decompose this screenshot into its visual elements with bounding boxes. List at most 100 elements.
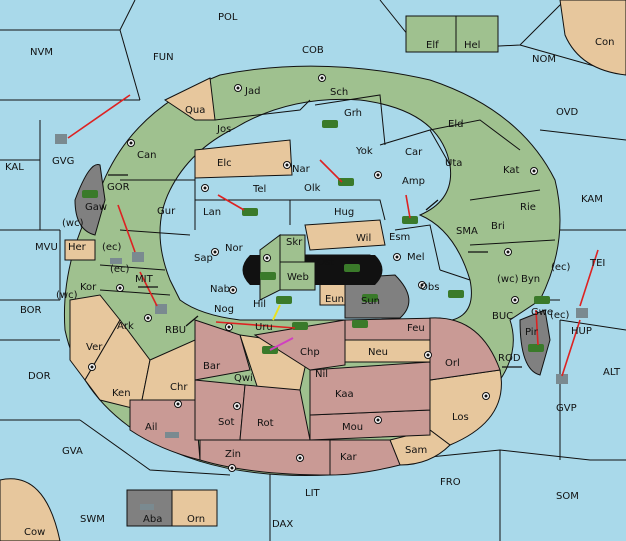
label-kal: KAL bbox=[5, 162, 24, 173]
label-sch: Sch bbox=[330, 87, 348, 98]
region-los[interactable] bbox=[429, 369, 502, 446]
label-fro: FRO bbox=[440, 477, 461, 488]
label-lit: LIT bbox=[305, 488, 321, 499]
label-car: Car bbox=[405, 147, 423, 158]
label-ovd: OVD bbox=[556, 107, 579, 118]
label-gvg: GVG bbox=[52, 156, 74, 167]
unit-fleet bbox=[155, 304, 167, 314]
label-tel: Tel bbox=[252, 184, 266, 195]
label-buc: BUC bbox=[492, 311, 513, 322]
label-eld: Eld bbox=[448, 119, 463, 130]
label-pir: Pir bbox=[525, 327, 539, 338]
label-zin: Zin bbox=[225, 449, 241, 460]
region-zin[interactable] bbox=[199, 439, 331, 476]
region-elf[interactable] bbox=[405, 15, 457, 53]
region-con[interactable] bbox=[559, 0, 626, 76]
label-nab: Nab bbox=[210, 284, 230, 295]
region-gaw[interactable] bbox=[74, 163, 106, 236]
supply-centers bbox=[88, 74, 538, 472]
unit-fleet bbox=[55, 134, 67, 144]
label-pol: POL bbox=[218, 12, 238, 23]
label-con: Con bbox=[595, 37, 614, 48]
label-gva: GVA bbox=[62, 446, 83, 457]
label-sap: Sap bbox=[194, 253, 213, 264]
unit-army bbox=[242, 208, 258, 216]
label-kat: Kat bbox=[503, 165, 520, 176]
region-ail[interactable] bbox=[129, 399, 201, 461]
unit-army bbox=[260, 272, 276, 280]
region-rot[interactable] bbox=[239, 384, 311, 441]
label-cow: Cow bbox=[24, 527, 45, 538]
label-nvm: NVM bbox=[30, 47, 53, 58]
label-grh: Grh bbox=[344, 108, 362, 119]
label-gwe: Gwe bbox=[531, 307, 553, 318]
label-gur: Gur bbox=[157, 206, 176, 217]
region-sot[interactable] bbox=[194, 379, 246, 441]
label-som: SOM bbox=[556, 491, 579, 502]
label-ec1: (ec) bbox=[102, 242, 122, 253]
region-wil[interactable] bbox=[304, 219, 386, 251]
label-rie: Rie bbox=[520, 202, 536, 213]
region-chp[interactable] bbox=[253, 319, 346, 371]
label-feu: Feu bbox=[407, 323, 425, 334]
region-elc[interactable] bbox=[194, 139, 293, 179]
label-kar: Kar bbox=[340, 452, 358, 463]
unit-army bbox=[344, 264, 360, 272]
label-ail: Ail bbox=[145, 422, 157, 433]
unit-army bbox=[534, 296, 550, 304]
label-kaa: Kaa bbox=[335, 389, 354, 400]
region-bar[interactable] bbox=[194, 319, 251, 381]
label-esm: Esm bbox=[389, 232, 410, 243]
unit-army bbox=[322, 120, 338, 128]
label-sot: Sot bbox=[218, 417, 234, 428]
label-gor: GOR bbox=[107, 182, 130, 193]
label-jos: Jos bbox=[216, 124, 231, 135]
label-tei: TEI bbox=[589, 258, 605, 269]
label-eun: Eun bbox=[325, 294, 344, 305]
label-orn: Orn bbox=[187, 514, 205, 525]
unit-fleet bbox=[140, 504, 154, 510]
unit-fleet bbox=[556, 374, 568, 384]
label-dor: DOR bbox=[28, 371, 51, 382]
label-chr: Chr bbox=[170, 382, 188, 393]
label-neu: Neu bbox=[368, 347, 388, 358]
label-qwi: Qwi bbox=[234, 373, 253, 384]
label-rod: ROD bbox=[498, 353, 521, 364]
label-orl: Orl bbox=[445, 358, 460, 369]
label-fun: FUN bbox=[153, 52, 174, 63]
region-sam[interactable] bbox=[389, 429, 451, 466]
label-nog: Nog bbox=[214, 304, 234, 315]
region-orn[interactable] bbox=[171, 489, 218, 527]
label-jad: Jad bbox=[244, 86, 260, 97]
label-sun: Sun bbox=[361, 296, 380, 307]
region-orl[interactable] bbox=[429, 317, 501, 381]
region-her[interactable] bbox=[64, 239, 96, 261]
label-ark: Ark bbox=[117, 321, 134, 332]
label-nar: Nar bbox=[292, 164, 311, 175]
label-nor: Nor bbox=[225, 243, 244, 254]
label-hug: Hug bbox=[334, 207, 354, 218]
region-kaa[interactable] bbox=[309, 361, 431, 416]
label-ken: Ken bbox=[112, 388, 131, 399]
label-kor: Kor bbox=[80, 282, 97, 293]
label-yok: Yok bbox=[355, 146, 373, 157]
order-arrows bbox=[67, 94, 599, 377]
unit-army bbox=[402, 216, 418, 224]
region-hel[interactable] bbox=[455, 15, 499, 53]
region-web[interactable] bbox=[279, 261, 316, 291]
label-uru: Uru bbox=[255, 322, 273, 333]
label-chp: Chp bbox=[300, 347, 320, 358]
label-lan: Lan bbox=[203, 207, 221, 218]
label-amp: Amp bbox=[402, 176, 425, 187]
label-wc2: (wc) bbox=[56, 290, 78, 301]
region-pir[interactable] bbox=[519, 309, 551, 376]
label-mit: MIT bbox=[135, 274, 154, 285]
region-kar[interactable] bbox=[329, 439, 401, 476]
unit-army bbox=[338, 178, 354, 186]
label-dax: DAX bbox=[272, 519, 293, 530]
unit-army bbox=[362, 294, 378, 302]
label-bor: BOR bbox=[20, 305, 42, 316]
unit-fleet bbox=[576, 308, 588, 318]
unit-army bbox=[448, 290, 464, 298]
